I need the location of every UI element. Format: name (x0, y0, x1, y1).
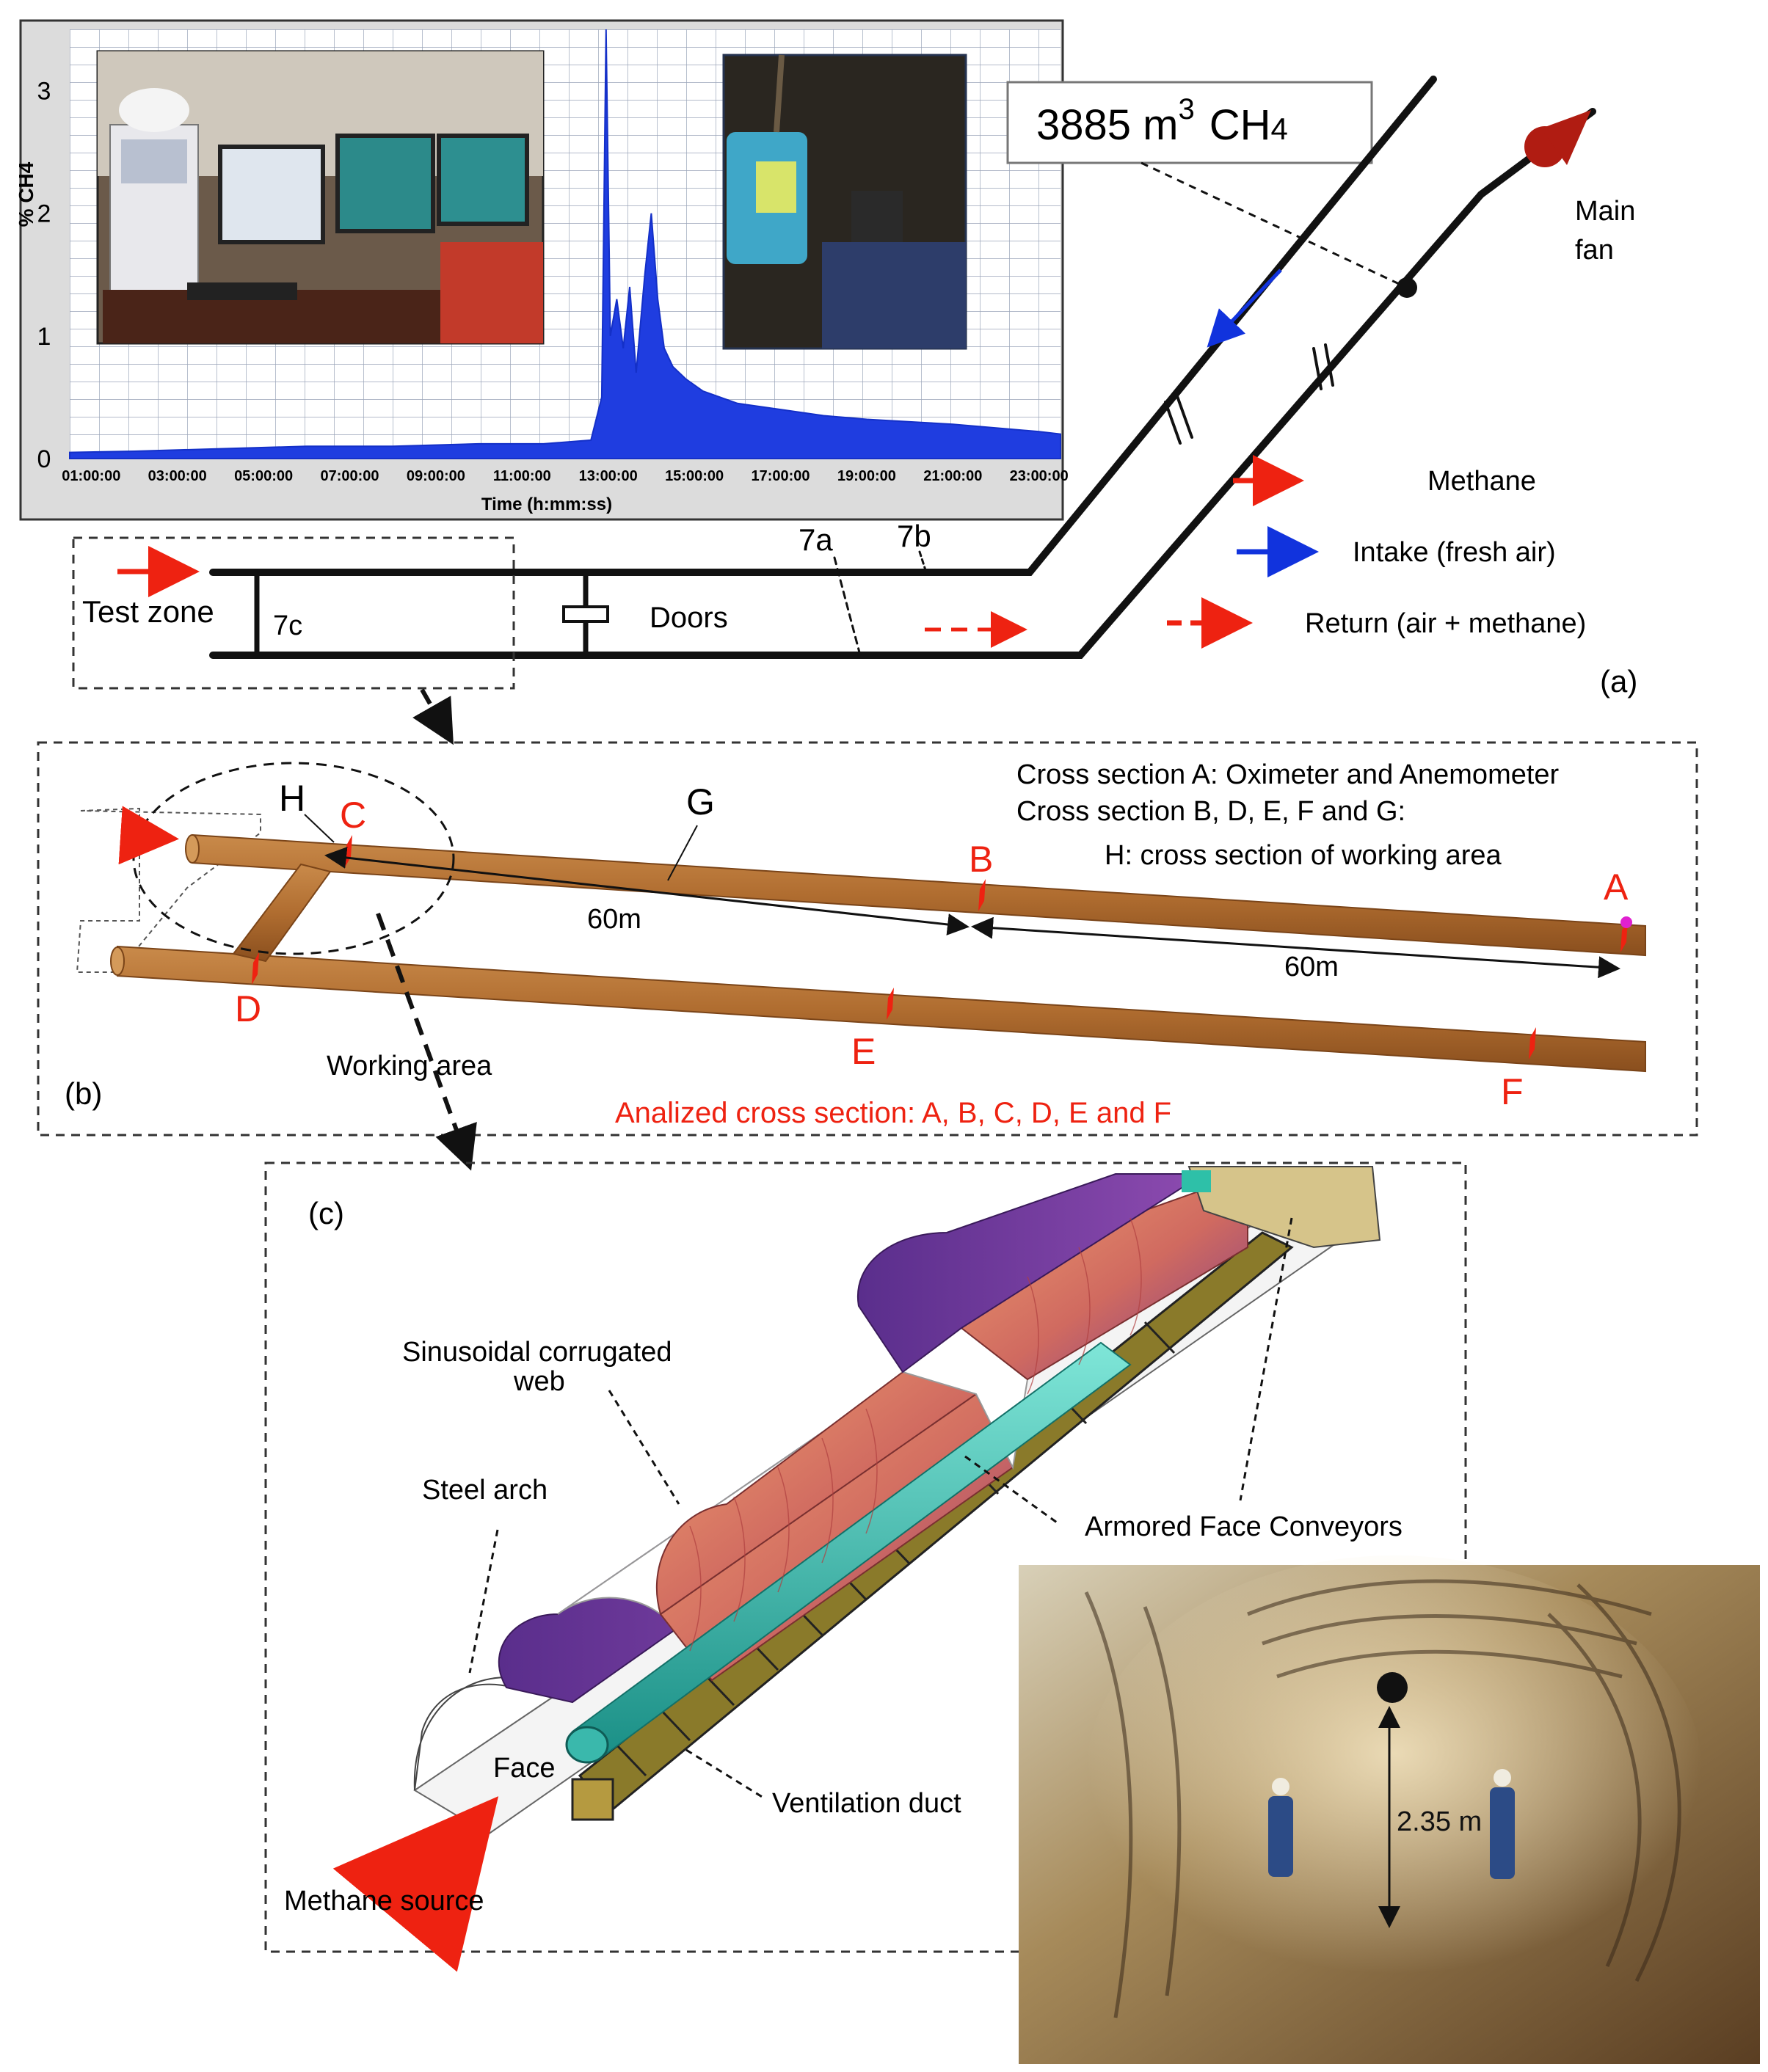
legend-item: Methane (1233, 455, 1536, 506)
methane-source-label: Methane source (284, 1886, 484, 1916)
x-tick-label: 21:00:00 (923, 468, 982, 484)
panel-c-label: (c) (308, 1196, 344, 1230)
label-g: G (686, 781, 715, 822)
x-tick-label: 17:00:00 (751, 468, 810, 484)
label-7c: 7c (273, 610, 302, 641)
panel-c-box (264, 1161, 1467, 1953)
gas-formula: CH (1209, 101, 1271, 149)
x-tick-label: 03:00:00 (148, 468, 207, 484)
support-structure (413, 1166, 1381, 1836)
label-7a: 7a (798, 522, 833, 557)
x-tick-label: 19:00:00 (837, 468, 896, 484)
legend-label: Intake (fresh air) (1353, 537, 1556, 568)
intake-flow-arrow (1207, 269, 1282, 348)
main-fan-icon (1524, 110, 1591, 167)
outline-sketch (76, 807, 261, 973)
x-tick-label: 15:00:00 (665, 468, 724, 484)
test-zone-label: Test zone (82, 594, 214, 629)
label-7b: 7b (897, 519, 931, 553)
y-tick-labels: 0 1 2 3 (37, 78, 51, 473)
panel-b: 60m 60m G H C B A D E F Cross section A:… (37, 741, 1698, 1137)
analyzed-sections-label: Analized cross section: A, B, C, D, E an… (615, 1097, 1171, 1129)
section-letters: C B A D E F (235, 795, 1629, 1112)
label-d: D (235, 988, 261, 1029)
main-fan-label-1: Main (1575, 196, 1635, 227)
panel-b-box (37, 741, 1698, 1137)
methane-series-area (69, 29, 1061, 459)
main-fan-label-2: fan (1575, 235, 1614, 266)
height-label: 2.35 m (1397, 1806, 1482, 1837)
gas-subscript: 4 (1271, 112, 1288, 146)
x-tick-label: 23:00:00 (1010, 468, 1069, 484)
x-axis-label: Time (h:mm:ss) (481, 495, 612, 514)
distance-label-2: 60m (1284, 952, 1339, 982)
face-label: Face (493, 1753, 555, 1784)
distance-arrow-2 (971, 916, 1620, 979)
measurement-leader-line (1141, 161, 1408, 289)
methane-volume-box: 3885 m3 CH4 (1006, 81, 1373, 164)
label-b: B (969, 839, 993, 880)
sinusoidal-label-1: Sinusoidal corrugated (402, 1337, 672, 1368)
x-tick-label: 05:00:00 (234, 468, 293, 484)
control-room-photo (96, 50, 545, 345)
label-a: A (1604, 867, 1629, 908)
volume-number: 3885 m (1036, 101, 1178, 149)
y-tick-label: 2 (37, 200, 51, 228)
distance-arrow-1 (324, 847, 970, 935)
connector-b-to-c (376, 912, 477, 1171)
distance-label-1: 60m (587, 904, 641, 935)
label-e: E (851, 1031, 876, 1072)
oximeter-sensor (1620, 916, 1632, 928)
g-leader (667, 825, 698, 881)
note-cross-section-h: H: cross section of working area (1105, 840, 1502, 871)
ventilation-duct-label: Ventilation duct (772, 1788, 961, 1819)
label-c: C (340, 795, 366, 836)
tunnel-photo: 2.35 m (1019, 1555, 1760, 2064)
conveyors-label: Armored Face Conveyors (1085, 1511, 1403, 1542)
measurement-point (1397, 277, 1417, 298)
note-cross-section-bdefg: Cross section B, D, E, F and G: (1016, 796, 1405, 827)
y-tick-label: 3 (37, 78, 51, 106)
doors-label: Doors (650, 602, 728, 634)
connector-a-to-b (412, 688, 454, 745)
gas-detector-photo (722, 54, 967, 350)
leader-lines (468, 1217, 1293, 1799)
test-zone-box (72, 536, 515, 690)
x-tick-labels: 01:00:00 03:00:00 05:00:00 07:00:00 09:00:00… (62, 468, 1068, 484)
y-axis-label: % CH4 (15, 161, 37, 227)
legend-item: Return (air + methane) (1167, 597, 1586, 649)
note-cross-section-a: Cross section A: Oximeter and Anemometer (1016, 759, 1560, 790)
sinusoidal-label-2: web (513, 1366, 565, 1397)
panel-b-label: (b) (65, 1076, 102, 1111)
y-tick-label: 0 (37, 445, 51, 473)
legend-label: Methane (1427, 466, 1536, 497)
volume-exponent: 3 (1178, 93, 1194, 125)
x-tick-label: 09:00:00 (407, 468, 465, 484)
x-tick-label: 11:00:00 (493, 468, 551, 484)
label-h: H (279, 778, 305, 819)
x-tick-label: 13:00:00 (579, 468, 638, 484)
methane-inlet-arrow (118, 806, 179, 865)
working-area-label: Working area (327, 1051, 492, 1081)
cross-cut-tunnel (232, 863, 332, 963)
label-f: F (1501, 1071, 1524, 1112)
x-tick-label: 07:00:00 (320, 468, 379, 484)
h-leader (304, 814, 335, 843)
sensor-point (1377, 1672, 1408, 1703)
x-tick-label: 01:00:00 (62, 468, 120, 484)
panel-c: (c) (264, 1161, 1467, 1972)
legend-label: Return (air + methane) (1305, 608, 1586, 639)
worker-left (1268, 1778, 1293, 1877)
panel-a: 0 1 2 3 01:00:00 03:00:00 05:00:00 07:00:00 09:… (15, 19, 1637, 698)
worker-right (1490, 1769, 1515, 1879)
steel-arch-label: Steel arch (422, 1475, 548, 1506)
panel-a-label: (a) (1600, 664, 1637, 698)
legend-item: Intake (fresh air) (1237, 526, 1556, 577)
methane-source-arrow (332, 1796, 499, 1972)
y-tick-label: 1 (37, 323, 51, 351)
